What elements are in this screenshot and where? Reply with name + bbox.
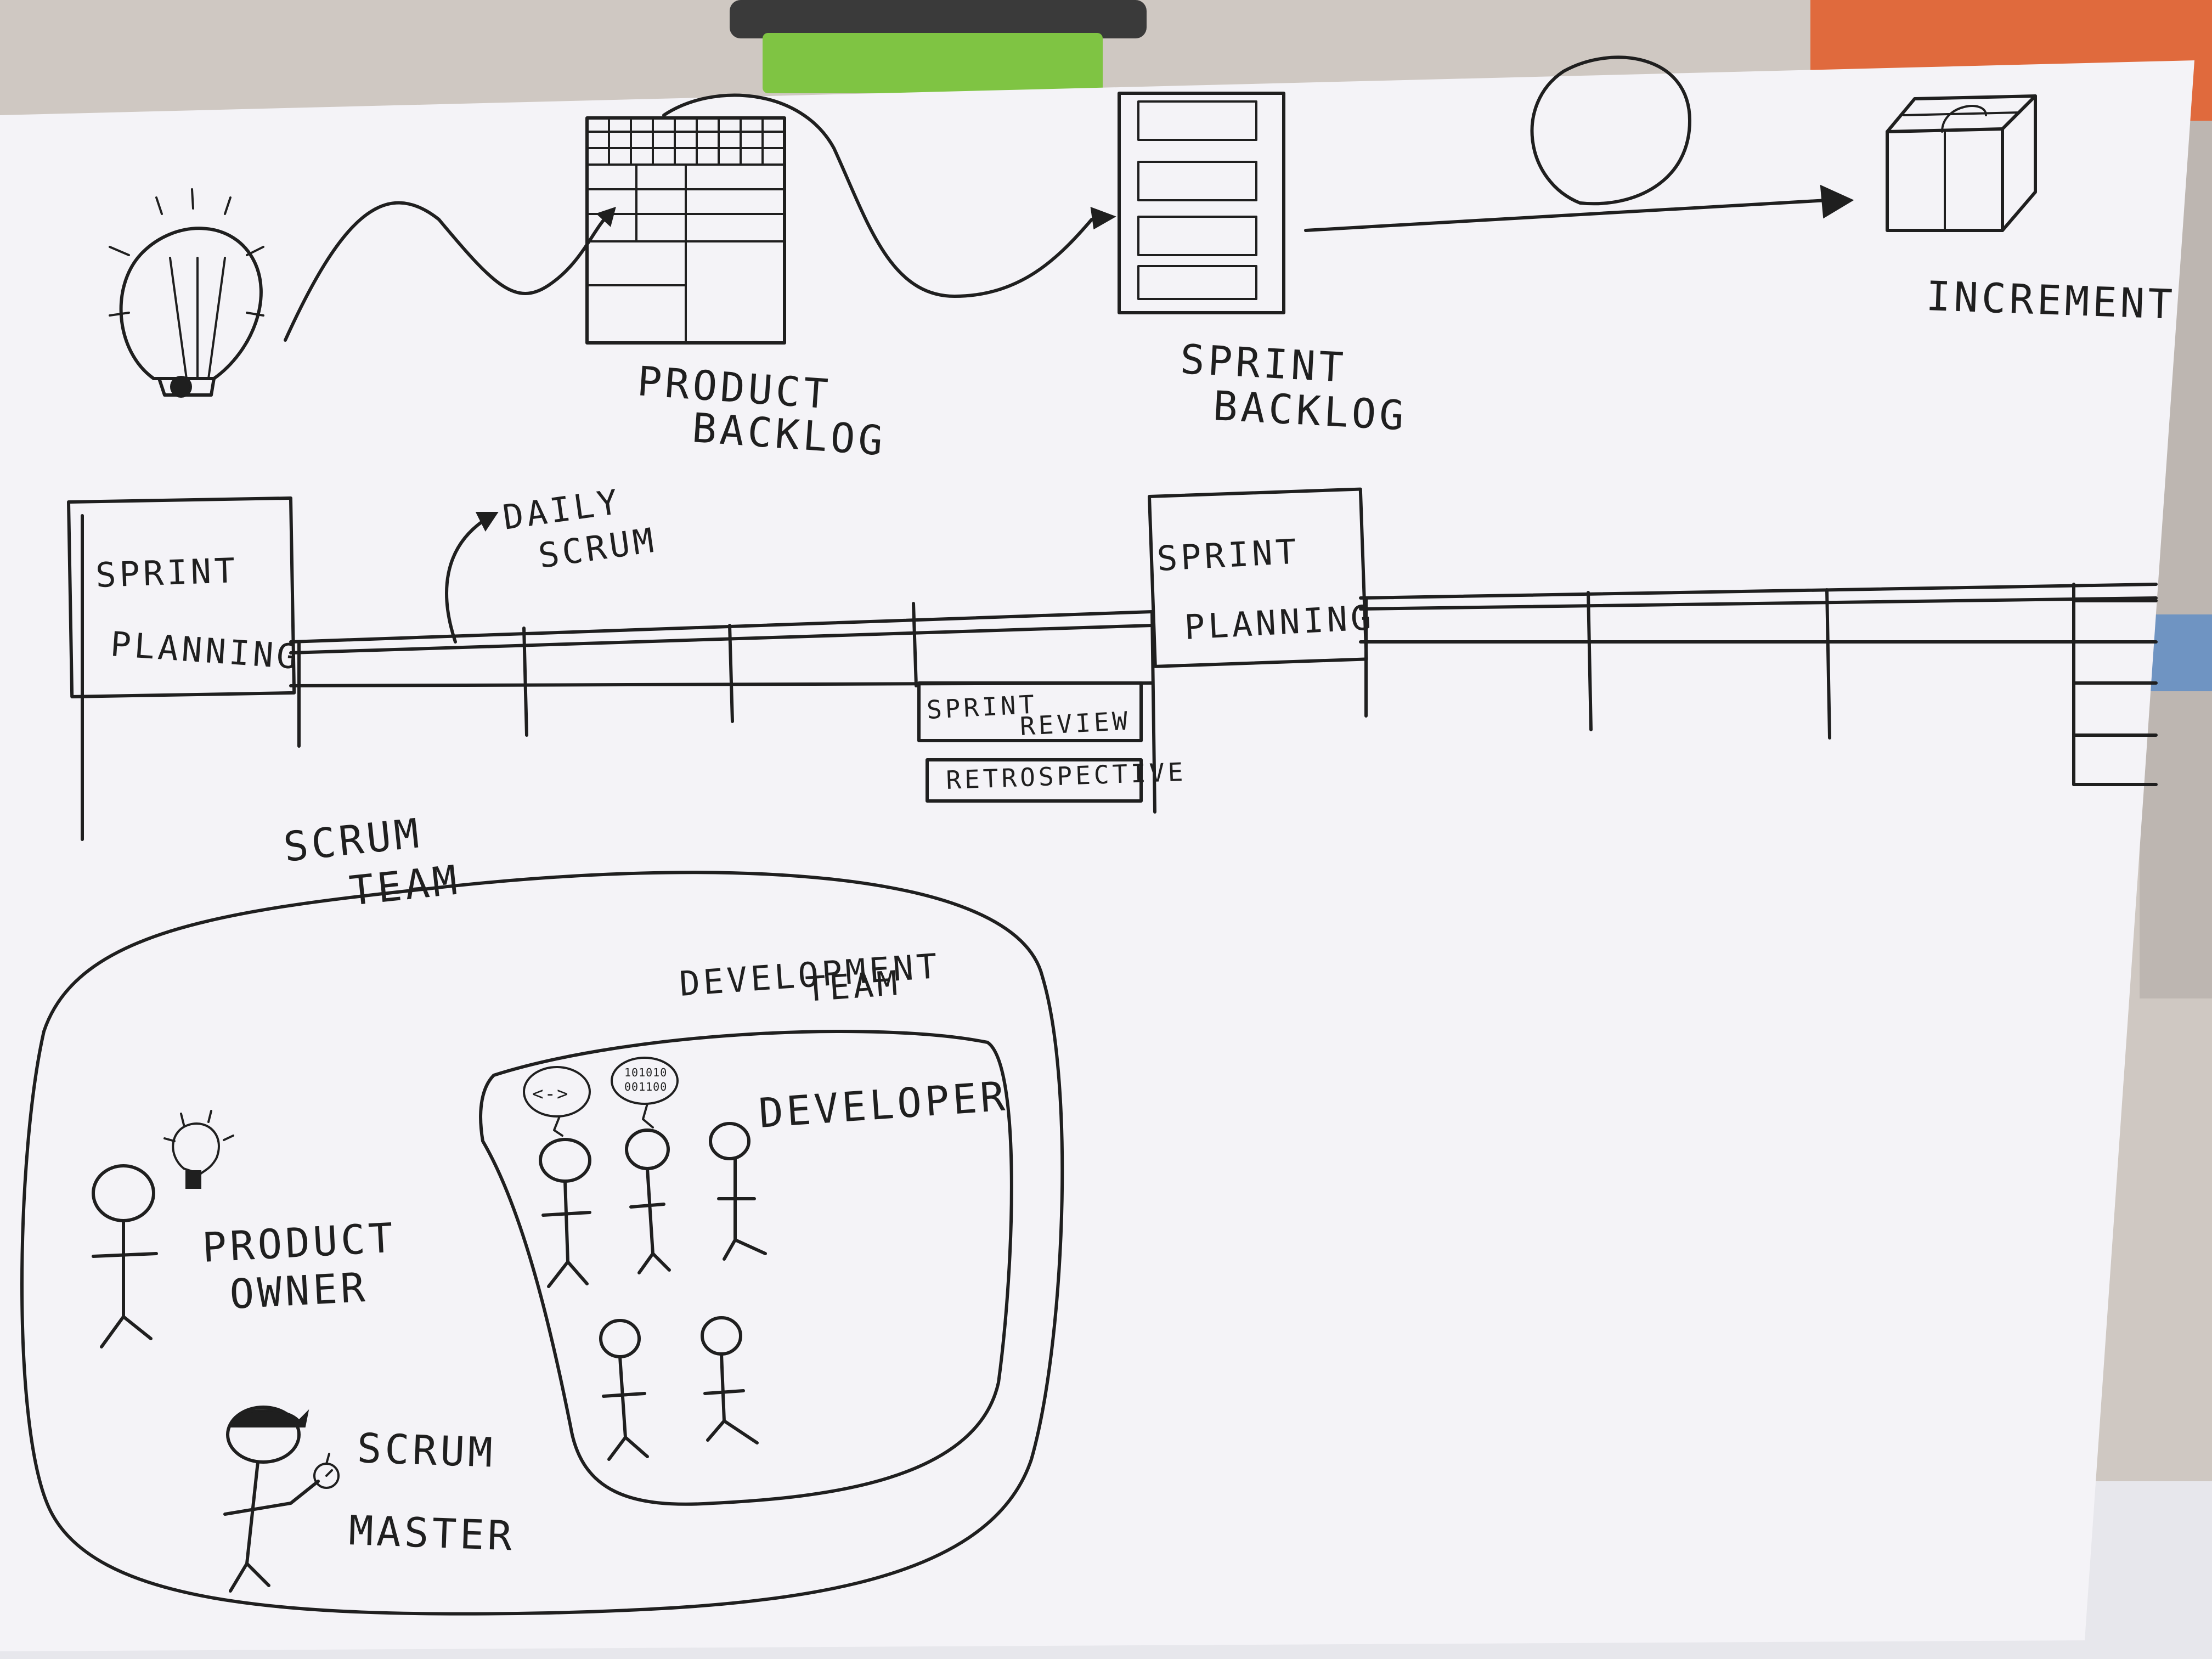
scrum-master-label-line2: MASTER <box>348 1507 516 1560</box>
sprint-backlog-label-line1: SPRINT <box>1179 336 1347 392</box>
cup-lid <box>730 0 1147 38</box>
developer-figure-3 <box>709 1122 767 1261</box>
sprint-planning-1-label-line1: SPRINT <box>95 550 239 595</box>
developer-figure-2 <box>625 1128 671 1274</box>
product-owner-lightbulb-icon <box>163 1110 234 1189</box>
sprint-timeline <box>67 487 2158 841</box>
code-bubble-text: <-> <box>532 1083 569 1105</box>
product-owner-label-line2: OWNER <box>228 1264 369 1318</box>
increment-label: INCREMENT <box>1925 273 2176 329</box>
flow-curve-2 <box>662 93 1093 298</box>
sprint-backlog-list-icon <box>1118 92 1285 314</box>
sprint-review-label-line1: SPRINT <box>926 689 1039 725</box>
product-owner-figure <box>92 1164 158 1348</box>
developer-figure-4 <box>599 1319 649 1461</box>
green-cup <box>763 33 1103 93</box>
sprint-backlog-label-line2: BACKLOG <box>1212 382 1408 439</box>
developer-figure-5 <box>701 1316 759 1444</box>
scrum-master-figure <box>223 1406 320 1593</box>
arrowhead-icon <box>1820 184 1854 219</box>
stopwatch-icon <box>313 1453 340 1489</box>
scrum-master-label-line1: SCRUM <box>356 1425 496 1477</box>
scrum-team-boundary <box>20 871 1064 1616</box>
code-speech-bubble: <-> <box>523 1066 591 1137</box>
binary-bubble-line1: 101010 <box>624 1066 667 1079</box>
increment-cube-icon <box>1886 94 2037 232</box>
sprint-review-label-line2: REVIEW <box>1019 706 1132 741</box>
paper-sheet <box>0 60 2194 1651</box>
monitor-screen <box>2151 614 2212 691</box>
idea-lightbulb-icon <box>109 188 264 398</box>
developer-figure-1 <box>539 1138 591 1288</box>
product-backlog-grid-icon <box>585 116 786 345</box>
product-owner-label-line1: PRODUCT <box>201 1215 397 1272</box>
sprint-planning-2-label-line1: SPRINT <box>1156 531 1300 579</box>
flow-curve-1 <box>284 201 611 342</box>
binary-bubble-line2: 001100 <box>624 1080 667 1093</box>
development-team-label-line2: TEAM <box>804 963 902 1009</box>
binary-speech-bubble: 101010 001100 <box>611 1057 679 1128</box>
arrowhead-icon <box>596 206 616 227</box>
sprint-planning-2-label-line2: PLANNING <box>1183 597 1375 647</box>
sprint-arrow-line <box>1304 199 1829 232</box>
arrowhead-icon <box>1090 206 1116 230</box>
sprint-loop-circle <box>1530 55 1691 206</box>
development-team-boundary <box>479 1030 1013 1506</box>
